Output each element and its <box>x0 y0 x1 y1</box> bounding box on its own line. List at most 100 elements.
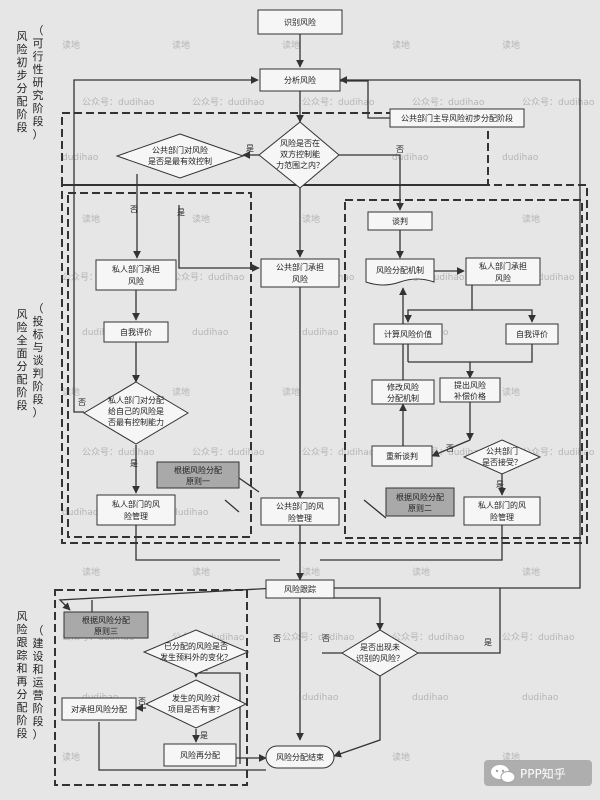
phase-char: 段 <box>17 398 28 412</box>
svg-text:公共部门主导风险初步分配阶段: 公共部门主导风险初步分配阶段 <box>401 113 513 123</box>
node-negotiate: 谈判 <box>367 211 433 231</box>
svg-text:是否出现未: 是否出现未 <box>360 642 400 652</box>
svg-text:原则三: 原则三 <box>94 626 118 636</box>
watermark-text: dudihao <box>522 693 559 703</box>
label-no-1: 否 <box>396 145 404 154</box>
watermark-text: dudihao <box>62 153 99 163</box>
phase-char: （ <box>33 24 44 37</box>
watermark-text: 公众号：dudihao <box>522 447 595 458</box>
svg-text:原则二: 原则二 <box>408 503 432 513</box>
watermark-text: 公众号：dudihao <box>192 97 265 108</box>
svg-text:补偿价格: 补偿价格 <box>454 391 486 401</box>
svg-text:私人部门对分配: 私人部门对分配 <box>108 395 164 405</box>
phase-char: 配 <box>17 373 28 386</box>
phase-char: 标 <box>33 327 44 341</box>
watermark-text: 公众号：dudihao <box>412 447 485 458</box>
phase-char: 阶 <box>33 701 44 715</box>
phase-char: 分 <box>17 360 28 373</box>
svg-text:原则一: 原则一 <box>186 476 210 486</box>
phase-char: 险 <box>17 320 28 334</box>
svg-text:修改风险: 修改风险 <box>387 382 419 392</box>
brand-text: PPP知乎 <box>520 767 566 781</box>
node-adjust: 对承担风险分配 <box>61 697 137 721</box>
phase-char: 险 <box>17 622 28 636</box>
svg-text:否最有控制能力: 否最有控制能力 <box>108 417 164 427</box>
svg-text:根据风险分配: 根据风险分配 <box>396 492 444 502</box>
phase-char: 段 <box>17 120 28 134</box>
phase-regions <box>54 112 588 786</box>
phase-char: 阶 <box>17 385 28 399</box>
phase-char: 全 <box>17 333 28 347</box>
svg-text:谈判: 谈判 <box>392 216 408 226</box>
watermark-text: 公众号：dudihao <box>302 97 375 108</box>
watermark-text: 公众号：dudihao <box>282 632 355 643</box>
wechat-icon <box>491 765 516 783</box>
edge-labels: 是 否 否 是 否 是 否 是 否 否 是 是 否 是 <box>78 144 504 740</box>
svg-text:已分配的风险是否: 已分配的风险是否 <box>164 641 228 651</box>
brand-badge: PPP知乎 <box>484 760 592 786</box>
watermark-text: dudihao <box>392 153 429 163</box>
watermark-text: 公众号：dudihao <box>522 97 595 108</box>
decision-private-best: 私人部门对分配 给自己的风险是 否最有控制能力 <box>83 381 189 445</box>
special-nodes: 风险分配机制 风险分配结束 <box>265 258 435 769</box>
node-end: 风险分配结束 <box>265 745 335 769</box>
phase-char: 配 <box>17 95 28 108</box>
connectors <box>58 34 581 771</box>
watermark-text: dudihao <box>412 693 449 703</box>
node-renegotiate: 重新谈判 <box>371 445 433 467</box>
watermark-text: 公众号：dudihao <box>502 632 575 643</box>
watermark-text: 读地 <box>192 213 210 225</box>
node-identify-risk: 识别风险 <box>257 9 343 35</box>
label-yes-1: 是 <box>246 144 254 153</box>
svg-text:计算风险价值: 计算风险价值 <box>384 329 432 339</box>
phase-label-initial: 风险初步分配阶段 <box>17 30 28 134</box>
svg-text:重新谈判: 重新谈判 <box>386 451 418 461</box>
node-private-assume-right: 私人部门承担 风险 <box>465 257 541 286</box>
phase-char: 设 <box>33 650 44 663</box>
watermark-text: 公众号：dudihao <box>192 447 265 458</box>
phase-char: 建 <box>33 636 44 650</box>
watermark-text: 读地 <box>502 386 520 398</box>
node-self-eval-left: 自我评价 <box>103 321 169 343</box>
phase-char: 风 <box>17 308 28 321</box>
svg-text:风险: 风险 <box>495 273 511 283</box>
process-nodes: 识别风险 分析风险 公共部门主导风险初步分配阶段 谈判 私人部门承担 风险 公共… <box>61 9 559 767</box>
watermark-text: 读地 <box>172 386 190 398</box>
watermark-text: 读地 <box>522 213 540 225</box>
watermark-text: 读地 <box>282 39 300 51</box>
watermark-text: 公众号：dudihao <box>172 272 245 283</box>
phase-char: 研 <box>33 76 44 89</box>
svg-text:对承担风险分配: 对承担风险分配 <box>71 704 127 714</box>
watermark-text: 公众号：dudihao <box>82 97 155 108</box>
svg-text:险管理: 险管理 <box>490 512 514 522</box>
watermark-text: dudihao <box>172 508 209 518</box>
node-analyze-risk: 分析风险 <box>259 68 341 92</box>
phase-char: 面 <box>17 347 28 360</box>
phase-char: 阶 <box>33 101 44 115</box>
svg-text:私人部门承担: 私人部门承担 <box>112 264 160 274</box>
node-principle-3: 根据风险分配 原则三 <box>63 611 149 639</box>
region-tracking <box>54 589 248 786</box>
decision-harmful: 发生的风险对 项目是否有害？ <box>144 679 248 729</box>
phase-char: 和 <box>33 663 44 676</box>
svg-text:提出风险: 提出风险 <box>454 380 486 390</box>
svg-text:双方控制能: 双方控制能 <box>280 149 320 159</box>
phase-char: 段 <box>33 714 44 728</box>
svg-text:风险跟踪: 风险跟踪 <box>284 584 316 594</box>
phase-char: （ <box>33 302 44 315</box>
phase-char: （ <box>33 624 44 637</box>
phase-char: 谈 <box>33 354 44 367</box>
node-public-manage: 公共部门的风 险管理 <box>260 497 340 526</box>
svg-text:发生的风险对: 发生的风险对 <box>172 693 220 703</box>
label-yes-7: 是 <box>200 731 208 740</box>
phase-char: 险 <box>17 42 28 56</box>
svg-text:发生预料外的变化？: 发生预料外的变化？ <box>160 652 232 662</box>
label-no-5: 否 <box>273 634 281 643</box>
region-left-private <box>67 192 252 538</box>
watermark-text: 公众号：dudihao <box>82 447 155 458</box>
region-initial-allocation <box>61 112 489 186</box>
svg-text:识别风险: 识别风险 <box>284 17 316 27</box>
